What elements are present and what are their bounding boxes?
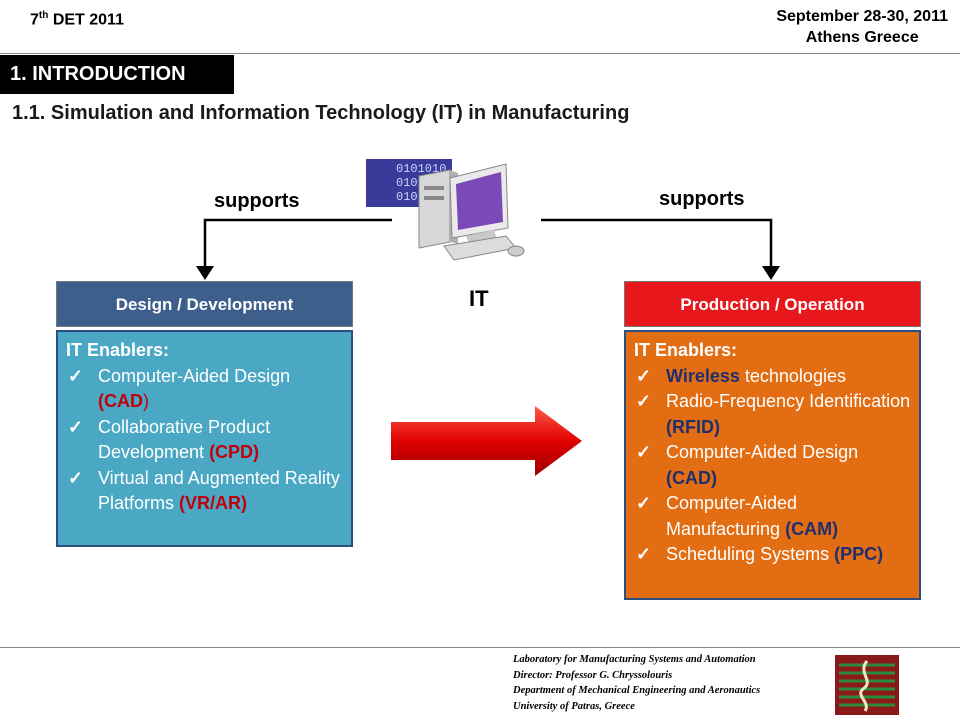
flow-arrow [391,406,582,476]
footer-divider [0,647,960,648]
supports-label-left: supports [214,190,300,212]
list-item: ✓Wireless technologies [634,364,911,390]
list-item: ✓Collaborative Product Development (CPD) [68,416,271,463]
check-icon: ✓ [68,416,84,437]
slide-subtitle: 1.1. Simulation and Information Technolo… [12,102,630,124]
check-icon: ✓ [636,365,652,386]
design-development-box: IT Enablers: ✓Computer-Aided Design (CAD… [56,330,353,547]
left-arrowhead [196,266,214,280]
production-operation-box: IT Enablers: ✓Wireless technologies ✓Rad… [624,330,921,600]
list-item: ✓Scheduling Systems (PPC) [634,542,911,568]
footer-line: Department of Mechanical Engineering and… [513,685,761,696]
conf-number: 7 [30,11,39,29]
conference-date: September 28-30, 2011 [776,8,948,25]
enablers-list: ✓Computer-Aided Design (CAD) ✓Collaborat… [66,364,343,517]
section-title: 1. INTRODUCTION [0,55,234,94]
check-icon: ✓ [68,365,84,386]
right-connector-line [541,218,773,270]
list-item: ✓Computer-Aided Design (CAD) [68,365,291,412]
enablers-label: IT Enablers: [66,340,170,360]
conf-ordinal: th [38,10,49,21]
enablers-label: IT Enablers: [634,340,738,360]
footer-line: Director: Professor G. Chryssolouris [513,669,673,681]
it-label: IT [469,286,489,311]
check-icon: ✓ [636,391,652,411]
conference-date-place: September 28-30, 2011 Athens Greece [776,6,948,48]
check-icon: ✓ [636,493,652,513]
list-item: ✓Virtual and Augmented Reality Platforms… [68,467,340,514]
computer-icon: 0101010 0101010 0101010 [366,159,525,261]
list-item: ✓Computer-Aided Manufacturing (CAM) [636,493,839,539]
conference-title: 7th DET 2011 [30,10,124,29]
footer-line: University of Patras, Greece [513,700,635,712]
conference-place: Athens Greece [805,29,919,46]
enablers-list: ✓Wireless technologies ✓Radio-Frequency … [634,364,911,568]
production-operation-header: Production / Operation [624,281,921,327]
binary-text: 0101010 [396,162,446,176]
header-divider [0,53,960,54]
left-connector-line [203,218,392,270]
right-arrowhead [762,266,780,280]
conf-name: DET 2011 [52,11,124,29]
check-icon: ✓ [68,467,84,488]
footer-line: Laboratory for Manufacturing Systems and… [513,654,756,665]
footer-credits: Laboratory for Manufacturing Systems and… [513,652,760,714]
supports-label-right: supports [659,188,745,210]
check-icon: ✓ [636,442,652,462]
list-item: ✓Computer-Aided Design (CAD) [636,442,859,488]
lab-logo-icon [835,655,899,715]
check-icon: ✓ [636,544,652,564]
list-item: ✓Radio-Frequency Identification (RFID) [636,391,911,437]
design-development-header: Design / Development [56,281,353,327]
